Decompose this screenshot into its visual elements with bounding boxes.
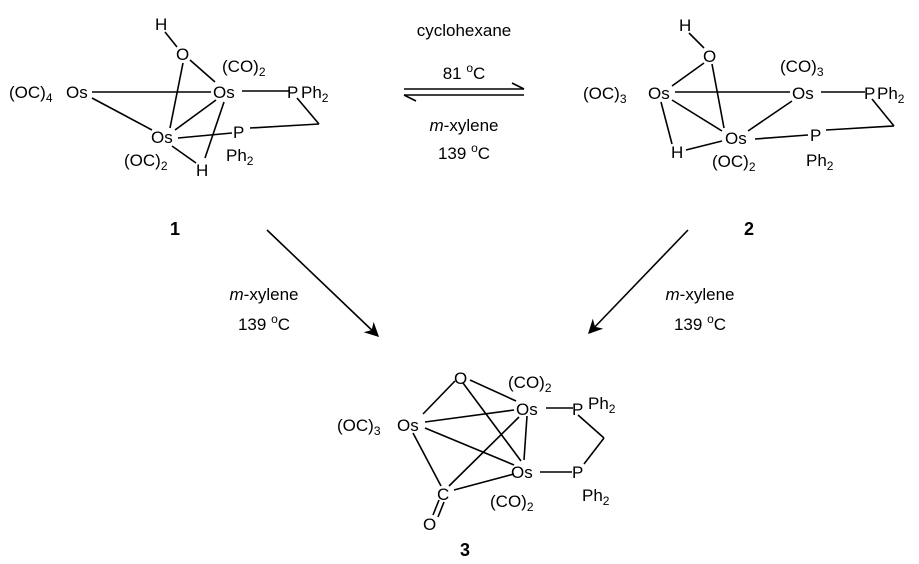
equilibrium-arrows [403,82,525,102]
c2-bond-osright-osbottom [747,100,793,132]
c3-atom-o-bottom: O [423,515,436,534]
c2-bond-osbottom-p2 [754,134,809,140]
c1-ph2-bottom: Ph2 [226,146,254,168]
c1-atom-h-top: H [155,15,167,34]
c1-bond-osleft-osbottom [91,97,153,131]
c2-bond-h-o [688,32,705,49]
reverse-solvent: m-xylene [430,116,499,135]
c2-bond-osleft-h [660,101,673,145]
c1-bond-p-ch2 [296,97,320,125]
c2-oc3: (OC)3 [583,84,627,106]
c2-bond-osleft-osbottom [671,99,723,132]
c1-oc4: (OC)4 [9,83,53,105]
c2-bond-osbottom-h [685,140,723,151]
right-temperature: 139 oC [674,312,726,334]
c2-atom-os-bottom: Os [725,129,747,148]
compound-1-label: 1 [170,219,180,239]
c1-bond-osright-osbottom [174,99,217,131]
c1-bond-osbottom-p2 [177,132,233,139]
c3-oc3: (OC)3 [337,416,381,438]
c2-atom-o-top: O [703,47,716,66]
c2-bond-ch2-p2 [825,125,895,131]
c3-co2-bottom: (CO)2 [490,492,534,514]
c3-atom-os-left: Os [397,416,419,435]
left-solvent: m-xylene [230,285,299,304]
arrow-1-to-3 [266,229,380,337]
c3-bond-ch2-p2 [583,437,605,465]
reverse-temperature: 139 oC [438,141,490,163]
c2-atom-h-left: H [671,143,683,162]
c3-atom-o-top: O [454,369,467,388]
c2-bond-p-ch2 [871,98,895,127]
c1-bond-osbottom-h [171,145,197,164]
c3-atom-p-bottom: P [572,463,583,482]
c3-atom-c-bottom: C [437,485,449,504]
c2-bond-o-osbottom [711,63,725,129]
c2-bond-o-osleft [671,62,705,87]
c2-oc2-bottom: (OC)2 [712,152,756,174]
compound-1-structure: H O (CO)2 (OC)4 Os Os Os P Ph2 P Ph2 (OC… [9,15,329,180]
c1-atom-p-bottom: P [233,123,244,142]
c1-atom-h-bottom: H [196,161,208,180]
c1-atom-os-right: Os [213,83,235,102]
c3-bond-ostop-osbottom [523,415,528,461]
c1-bond-o-osbottom [169,62,184,129]
c2-atom-p-bottom: P [810,126,821,145]
compound-2-label: 2 [744,219,754,239]
c3-bond-osleft-c [412,432,442,487]
c2-atom-p-top: P [864,84,875,103]
reverse-arrow-head [403,94,417,102]
compound-3-label: 3 [460,540,470,560]
c1-ph2-top: Ph2 [301,83,329,105]
c2-atom-os-left: Os [648,84,670,103]
c2-ph2-top: Ph2 [877,84,905,106]
c3-bond-o-osleft [422,380,456,415]
c3-ph2-bottom: Ph2 [582,486,610,508]
c3-bond-c-o-2 [437,501,445,518]
c3-bond-c-o-1 [432,499,440,516]
c1-atom-os-bottom: Os [151,128,173,147]
forward-arrow-head [511,82,525,90]
forward-solvent: cyclohexane [417,21,512,40]
c3-atom-p-top: P [572,400,583,419]
c3-bond-osleft-osbottom [424,427,515,466]
c3-atom-os-top: Os [516,400,538,419]
c3-atom-os-bottom: Os [511,463,533,482]
c1-oc2-bottom: (OC)2 [124,151,168,173]
c1-co2-top: (CO)2 [222,57,266,79]
c1-bond-ch2-p2 [249,123,320,129]
c3-bond-p-ch2 [577,414,605,439]
c1-atom-os-left: Os [66,83,88,102]
c3-bond-osbottom-c [453,473,515,491]
c3-co2-top: (CO)2 [508,373,552,395]
c1-bond-h-o [164,31,178,48]
c3-bond-o-ostop [469,379,517,402]
c3-bond-osleft-ostop [424,409,515,423]
c2-atom-h-top: H [679,16,691,35]
c3-bond-o-osbottom [462,382,522,462]
c1-atom-p-top: P [287,83,298,102]
compound-2-structure: H O (CO)3 (OC)3 Os Os Os P Ph2 P Ph2 H (… [583,16,905,174]
compound-3-structure: O (CO)2 (OC)3 Os Os Os P Ph2 P Ph2 C O (… [337,369,616,534]
c1-bond-o-osright [189,59,216,83]
left-temperature: 139 oC [238,312,290,334]
c2-co3-top: (CO)3 [780,57,824,79]
c1-atom-o-top: O [176,45,189,64]
forward-temperature: 81 oC [443,61,486,83]
c3-ph2-top: Ph2 [588,394,616,416]
arrow-2-to-3 [588,229,689,335]
c1-bond-osright-h [204,101,225,159]
c2-atom-os-right: Os [792,84,814,103]
c3-bond-ostop-c [448,416,520,487]
right-solvent: m-xylene [666,285,735,304]
c2-ph2-bottom: Ph2 [806,151,834,173]
